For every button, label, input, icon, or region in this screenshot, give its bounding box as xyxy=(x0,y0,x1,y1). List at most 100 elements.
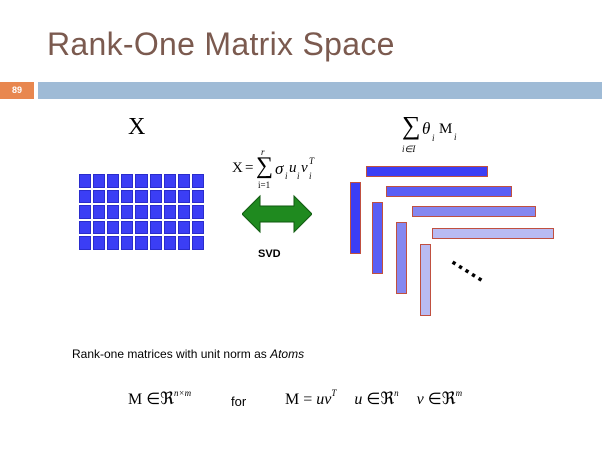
dimension-sup: n×m xyxy=(174,388,192,398)
matrix-grid xyxy=(79,174,204,250)
matrix-cell xyxy=(177,174,190,188)
sum-index-set: i∈I xyxy=(402,144,416,154)
v-index: i xyxy=(309,171,312,181)
matrix-cell xyxy=(93,189,106,204)
matrix-cell xyxy=(93,236,106,250)
matrix-cell xyxy=(177,220,190,235)
matrix-cell xyxy=(107,220,120,235)
row-atom xyxy=(432,228,554,239)
for-word: for xyxy=(231,394,247,409)
svd-equals: = xyxy=(245,160,254,176)
matrix-cell xyxy=(149,205,162,219)
row-atom xyxy=(366,166,488,177)
matrix-cell xyxy=(149,220,162,235)
caption-emphasis: Atoms xyxy=(270,347,305,361)
column-atom xyxy=(372,202,383,274)
matrix-cell xyxy=(177,205,190,219)
in-symbol: ∈ xyxy=(146,391,161,408)
matrix-cell xyxy=(79,205,92,219)
row-atom xyxy=(386,186,512,197)
sum-sign: ∑ xyxy=(256,153,274,179)
matrix-cell xyxy=(163,236,176,250)
matrix-cell xyxy=(121,189,134,204)
n-sup: n xyxy=(394,388,399,398)
row-atom xyxy=(412,206,536,217)
v-transpose: T xyxy=(309,156,315,166)
atom-index: i xyxy=(454,132,457,142)
theta-symbol: θ xyxy=(422,119,431,138)
matrix-cell xyxy=(121,205,134,219)
atoms-caption: Rank-one matrices with unit norm as Atom… xyxy=(72,347,304,361)
theta-index: i xyxy=(432,133,435,143)
svd-lhs: X xyxy=(232,160,243,176)
matrix-cell xyxy=(135,205,148,219)
matrix-label: X xyxy=(128,114,146,140)
matrix-cell xyxy=(163,189,176,204)
sum-upper-limit: r xyxy=(261,147,265,157)
column-atom xyxy=(350,182,361,254)
equals-symbol: = xyxy=(303,391,313,408)
outer-product-formula: M = uvT u ∈ℜn v ∈ℜm xyxy=(285,388,462,409)
slide-title: Rank-One Matrix Space xyxy=(47,26,395,62)
real-symbol: ℜ xyxy=(441,389,456,408)
u-symbol: u xyxy=(289,160,297,176)
matrix-cell xyxy=(191,189,204,204)
sigma-index: i xyxy=(285,171,288,181)
column-atom xyxy=(396,222,407,294)
m-sup: m xyxy=(455,388,463,398)
matrix-cell xyxy=(149,189,162,204)
matrix-cell xyxy=(107,189,120,204)
in-symbol: ∈ xyxy=(366,391,381,408)
v-symbol: v xyxy=(301,160,308,176)
caption-text: Rank-one matrices with unit norm as xyxy=(72,347,271,361)
matrix-cell xyxy=(93,205,106,219)
matrix-cell xyxy=(177,189,190,204)
matrix-cell xyxy=(149,174,162,188)
matrix-cell xyxy=(121,236,134,250)
matrix-cell xyxy=(135,236,148,250)
sum-lower-limit: i=1 xyxy=(258,180,271,190)
matrix-cell xyxy=(79,236,92,250)
double-arrow-icon xyxy=(242,194,312,234)
svd-label: SVD xyxy=(258,248,281,260)
real-symbol: ℜ xyxy=(160,389,175,408)
matrix-cell xyxy=(163,220,176,235)
atom-symbol: M xyxy=(439,121,453,137)
matrix-cell xyxy=(135,189,148,204)
u-index: i xyxy=(297,171,300,181)
definition-row: M ∈ℜn×m for M = uvT u ∈ℜn v ∈ℜm xyxy=(0,386,602,416)
matrix-cell xyxy=(79,220,92,235)
column-atom xyxy=(420,244,431,316)
sigma-symbol: σ xyxy=(275,159,284,178)
uv-product: uv xyxy=(316,391,332,408)
matrix-cell xyxy=(191,236,204,250)
u-symbol: u xyxy=(354,391,363,408)
sum-sign: ∑ xyxy=(402,111,421,140)
matrix-cell xyxy=(149,236,162,250)
matrix-cell xyxy=(107,205,120,219)
page-number: 89 xyxy=(0,82,34,99)
matrix-cell xyxy=(107,236,120,250)
matrix-cell xyxy=(177,236,190,250)
matrix-cell xyxy=(93,174,106,188)
matrix-cell xyxy=(191,174,204,188)
matrix-symbol: M xyxy=(285,391,300,408)
transpose-sup: T xyxy=(331,388,337,398)
matrix-symbol: M xyxy=(128,391,143,408)
matrix-cell xyxy=(107,174,120,188)
matrix-cell xyxy=(135,220,148,235)
matrix-cell xyxy=(79,189,92,204)
header-rule xyxy=(38,82,602,99)
matrix-cell xyxy=(191,220,204,235)
in-symbol: ∈ xyxy=(427,391,442,408)
membership-formula: M ∈ℜn×m xyxy=(128,388,191,409)
real-symbol: ℜ xyxy=(380,389,395,408)
matrix-cell xyxy=(163,174,176,188)
matrix-cell xyxy=(135,174,148,188)
matrix-cell xyxy=(191,205,204,219)
matrix-cell xyxy=(163,205,176,219)
v-symbol: v xyxy=(416,391,424,408)
matrix-cell xyxy=(121,220,134,235)
matrix-cell xyxy=(121,174,134,188)
